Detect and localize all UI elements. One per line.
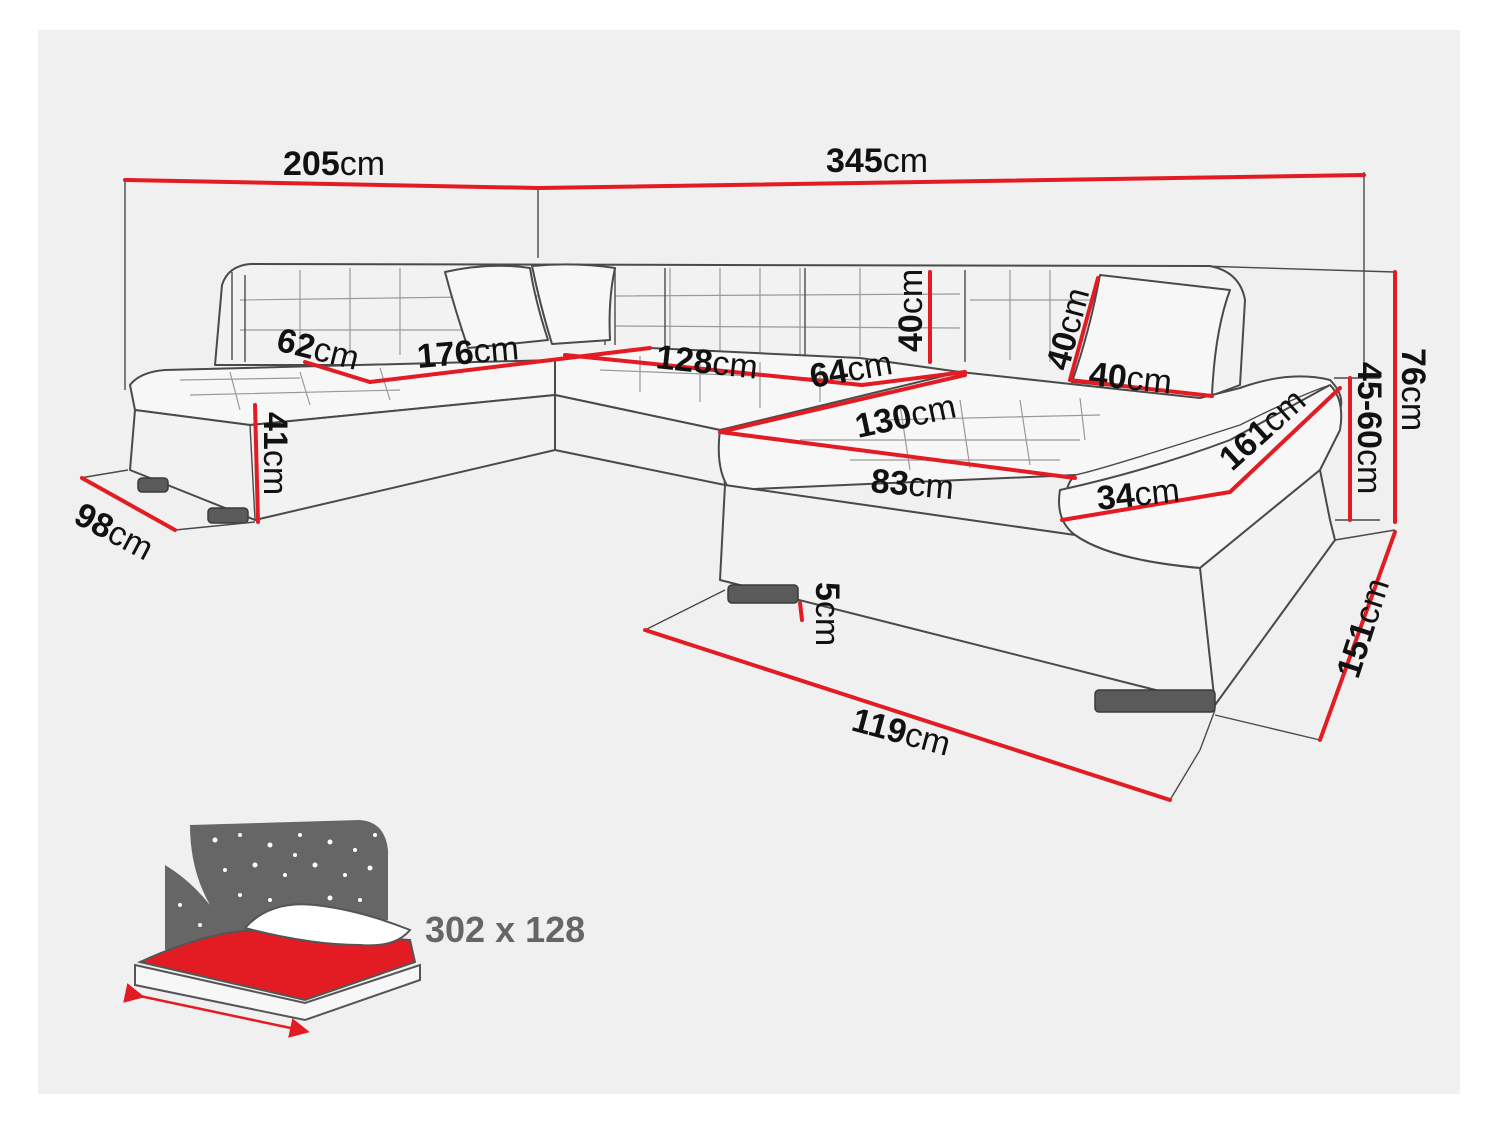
dim-label-128: 128cm — [654, 338, 759, 386]
dim-label-130: 130cm — [852, 387, 960, 445]
sofa-leg — [727, 584, 799, 604]
dim-line-40-pillow-h — [1068, 276, 1100, 382]
dim-label-34: 34cm — [1095, 471, 1182, 517]
dim-line-83 — [718, 430, 1077, 480]
dim-line-34 — [1060, 490, 1232, 522]
sofa-drawing — [129, 263, 1343, 713]
dim-line-5 — [798, 601, 804, 622]
dim-label-41: 41cm — [256, 412, 294, 495]
dim-label-64: 64cm — [807, 344, 895, 396]
stars — [178, 833, 377, 927]
dim-line-130 — [718, 373, 967, 434]
dim-line-62 — [303, 360, 372, 384]
extension-lines — [79, 172, 1396, 801]
bed-size-label: 302 x 128 — [425, 909, 585, 950]
dimension-labels: 205cm 345cm 62cm 176cm 128cm 64cm 40cm 4… — [68, 142, 1432, 764]
dim-label-98: 98cm — [68, 496, 159, 569]
sofa-leg — [1094, 689, 1216, 713]
dim-line-40-pillow-w — [1068, 378, 1214, 398]
sofa-leg — [137, 477, 169, 493]
dim-line-205 — [123, 178, 540, 190]
dim-label-5: 5cm — [808, 582, 846, 646]
sofa-leg — [207, 507, 249, 524]
backrest-cushion — [531, 263, 616, 345]
dim-label-176: 176cm — [415, 329, 520, 376]
dim-label-345: 345cm — [826, 142, 928, 180]
bed-icon: 302 x 128 — [123, 820, 585, 1038]
dim-label-45-60: 45-60cm — [1350, 362, 1388, 494]
dim-label-40-pillow-w: 40cm — [1087, 355, 1174, 401]
dim-line-98 — [80, 476, 177, 532]
dim-label-76: 76cm — [1394, 348, 1432, 431]
dim-label-205: 205cm — [283, 145, 385, 183]
dimension-lines — [80, 173, 1397, 802]
dim-line-119 — [643, 628, 1172, 802]
pillow-icon — [243, 903, 412, 947]
dim-line-151 — [1318, 530, 1397, 742]
bed-sheet — [136, 928, 417, 1002]
dim-label-83: 83cm — [869, 462, 955, 507]
dim-line-128 — [563, 353, 864, 387]
dim-label-40-back: 40cm — [892, 269, 930, 352]
dim-line-345 — [536, 173, 1366, 190]
arrow-icon — [123, 983, 310, 1038]
dim-label-119: 119cm — [848, 701, 955, 764]
dim-line-41 — [253, 403, 260, 524]
dim-line-176 — [368, 346, 652, 384]
dim-line-64 — [860, 370, 967, 387]
dim-line-161 — [1228, 386, 1342, 494]
backrest-cushion — [444, 264, 549, 349]
dim-label-151: 151cm — [1329, 574, 1397, 683]
